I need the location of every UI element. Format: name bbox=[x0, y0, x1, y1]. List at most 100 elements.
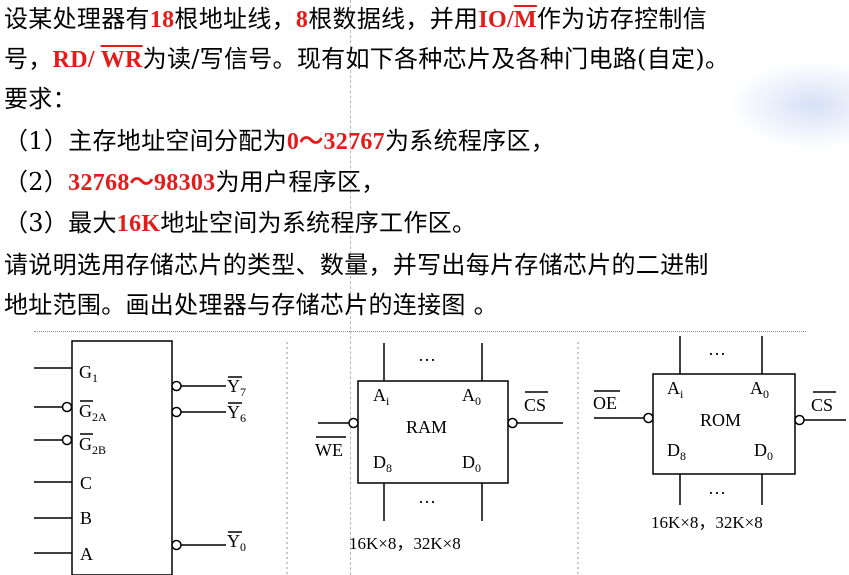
ram-we-label: WE bbox=[315, 440, 343, 460]
g2b-label: G bbox=[79, 434, 92, 454]
text-segment: （3）最大 bbox=[4, 209, 117, 237]
wr-signal-overline: WR bbox=[100, 47, 143, 73]
rom-a0-sub: 0 bbox=[763, 387, 769, 401]
ram-dots-top: … bbox=[418, 345, 436, 365]
section-divider bbox=[34, 331, 806, 332]
requirement-1: （1）主存地址空间分配为0～32767为系统程序区， bbox=[4, 122, 555, 161]
problem-line-7: 请说明选用存储芯片的类型、数量，并写出每片存储芯片的二进制 bbox=[4, 251, 709, 279]
rom-ai-sub: i bbox=[680, 387, 684, 401]
b-input-label: B bbox=[80, 508, 92, 528]
svg-text:D0: D0 bbox=[462, 452, 481, 475]
y7-sub: 7 bbox=[240, 385, 246, 399]
requirement-3: （3）最大16K地址空间为系统程序工作区。 bbox=[4, 204, 476, 243]
g1-sub: 1 bbox=[92, 371, 98, 385]
svg-text:Y0: Y0 bbox=[227, 531, 246, 554]
ram-a0-label: A bbox=[462, 385, 475, 405]
svg-text:A0: A0 bbox=[462, 385, 481, 408]
ram-ai-sub: i bbox=[386, 394, 390, 408]
problem-line-2: 号，RD/ WR为读/写信号。现有如下各种芯片及各种门电路(自定)。 bbox=[4, 40, 729, 79]
problem-line-3: 要求： bbox=[4, 85, 77, 113]
text-segment: 地址空间为系统程序工作区。 bbox=[160, 209, 477, 237]
y0-label: Y bbox=[227, 531, 240, 551]
y7-label: Y bbox=[227, 376, 240, 396]
ram-chip bbox=[316, 343, 563, 521]
svg-text:D8: D8 bbox=[373, 452, 392, 475]
ram-ai-label: A bbox=[373, 385, 386, 405]
rom-dots-top: … bbox=[708, 339, 726, 359]
rom-cs-label: CS bbox=[811, 395, 833, 415]
text-segment: 根数据线，并用 bbox=[308, 5, 479, 33]
ram-cs-label: CS bbox=[524, 395, 546, 415]
svg-text:A0: A0 bbox=[750, 378, 769, 401]
decoder-body bbox=[71, 340, 173, 575]
svg-text:G2B: G2B bbox=[79, 434, 106, 457]
rom-ai-label: A bbox=[667, 378, 680, 398]
svg-text:D0: D0 bbox=[754, 440, 773, 463]
system-program-range: 0～32767 bbox=[286, 129, 385, 155]
g2b-sub: 2B bbox=[92, 443, 106, 457]
text-segment: 设某处理器有 bbox=[4, 5, 150, 33]
work-area-size: 16K bbox=[116, 211, 161, 237]
rom-dots-bottom: … bbox=[708, 478, 726, 498]
ram-d8-label: D bbox=[373, 452, 386, 472]
m-signal-overline: M bbox=[513, 7, 537, 33]
y6-label: Y bbox=[227, 402, 240, 422]
address-line-count: 18 bbox=[149, 7, 175, 33]
text-segment: 为系统程序区， bbox=[384, 127, 556, 155]
ram-d0-sub: 0 bbox=[475, 461, 481, 475]
rom-oe-label: OE bbox=[593, 393, 617, 413]
background-glow bbox=[729, 60, 849, 150]
y0-sub: 0 bbox=[240, 540, 246, 554]
chip-diagrams: G1 G2A G2B C B A Y7 Y6 Y0 … Ai A0 RAM D8… bbox=[34, 336, 846, 575]
data-line-count: 8 bbox=[295, 7, 309, 33]
rom-body bbox=[652, 373, 796, 475]
rom-labels: … Ai A0 ROM D8 D0 CS OE … 16K×8，32K×8 bbox=[593, 339, 833, 532]
g2a-label: G bbox=[79, 401, 92, 421]
text-segment: 为读/写信号。现有如下各种芯片及各种门电路(自定)。 bbox=[142, 45, 730, 73]
rom-d8-sub: 8 bbox=[680, 449, 686, 463]
ram-sizes: 16K×8，32K×8 bbox=[349, 534, 461, 553]
g1-label: G bbox=[79, 362, 92, 382]
decoder-labels: G1 G2A G2B C B A Y7 Y6 Y0 bbox=[79, 362, 246, 564]
svg-text:G2A: G2A bbox=[79, 401, 107, 424]
svg-text:Y7: Y7 bbox=[227, 376, 246, 399]
svg-text:D8: D8 bbox=[667, 440, 686, 463]
rd-signal: RD/ bbox=[52, 47, 101, 73]
text-segment: 号， bbox=[4, 45, 53, 73]
a-input-label: A bbox=[80, 544, 93, 564]
problem-line-8: 地址范围。画出处理器与存储芯片的连接图 。 bbox=[4, 291, 498, 319]
ram-d8-sub: 8 bbox=[386, 461, 392, 475]
vertical-guide-line bbox=[350, 0, 351, 575]
diagram-separators bbox=[286, 342, 579, 575]
io-signal: IO/ bbox=[478, 7, 514, 33]
rom-d0-sub: 0 bbox=[767, 449, 773, 463]
text-segment: （2） bbox=[4, 168, 69, 196]
rom-d0-label: D bbox=[754, 440, 767, 460]
ram-labels: … Ai A0 RAM D8 D0 CS WE … 16K×8，32K×8 bbox=[315, 345, 546, 553]
text-segment: （1）主存地址空间分配为 bbox=[4, 127, 287, 155]
ram-d0-label: D bbox=[462, 452, 475, 472]
decoder-chip bbox=[34, 340, 242, 575]
text-segment: 作为访存控制信 bbox=[536, 5, 707, 33]
problem-line-1: 设某处理器有18根地址线，8根数据线，并用IO/M作为访存控制信 bbox=[4, 0, 707, 39]
ram-title: RAM bbox=[406, 417, 447, 437]
g2a-sub: 2A bbox=[92, 410, 107, 424]
rom-chip bbox=[594, 336, 846, 505]
y6-sub: 6 bbox=[240, 411, 246, 425]
user-program-range: 32768～98303 bbox=[68, 170, 216, 196]
text-segment: 根地址线， bbox=[174, 5, 296, 33]
rom-d8-label: D bbox=[667, 440, 680, 460]
ram-a0-sub: 0 bbox=[475, 394, 481, 408]
svg-text:Ai: Ai bbox=[667, 378, 684, 401]
ram-body bbox=[357, 380, 509, 484]
rom-title: ROM bbox=[700, 410, 741, 430]
requirement-2: （2）32768～98303为用户程序区， bbox=[4, 163, 386, 202]
rom-a0-label: A bbox=[750, 378, 763, 398]
c-input-label: C bbox=[80, 473, 92, 493]
svg-text:Ai: Ai bbox=[373, 385, 390, 408]
svg-text:G1: G1 bbox=[79, 362, 98, 385]
svg-text:Y6: Y6 bbox=[227, 402, 246, 425]
text-segment: 为用户程序区， bbox=[215, 168, 386, 196]
rom-sizes: 16K×8，32K×8 bbox=[651, 513, 763, 532]
ram-dots-bottom: … bbox=[418, 487, 436, 507]
